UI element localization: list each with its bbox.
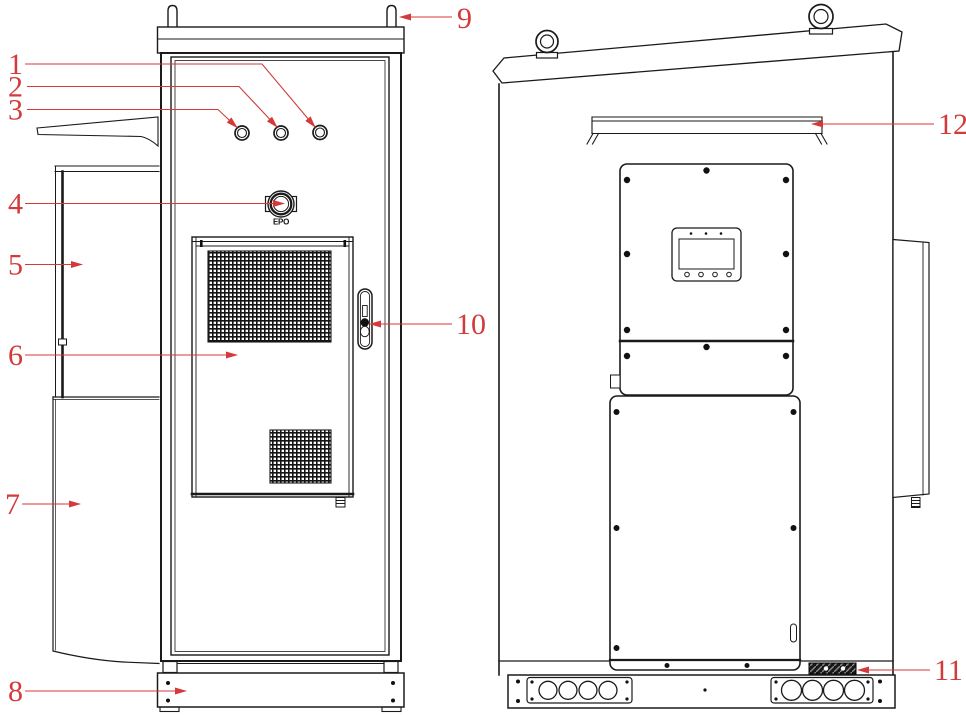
callout-2: 2: [8, 71, 278, 128]
ground-plate: [808, 662, 857, 675]
callout-12-label: 12: [938, 108, 966, 141]
cable-entry-plate-right: [770, 676, 874, 704]
lock-cylinder: [360, 318, 369, 327]
callout-11-label: 11: [934, 654, 963, 687]
side-door-edge: [892, 238, 930, 508]
callout-10: 10: [369, 308, 486, 341]
side-panel-lower: [52, 396, 160, 665]
display-window: [671, 227, 742, 282]
side-panel-upper: [54, 165, 160, 399]
sloped-roof: [492, 23, 903, 84]
right-cabinet-rear-view: [492, 3, 930, 709]
inverter-panel: [610, 163, 795, 396]
base-right: [507, 674, 896, 709]
anchor-bracket-right: [383, 660, 399, 674]
epo-label: EPO: [273, 218, 289, 227]
callout-8: 8: [8, 675, 187, 708]
battery-box: [608, 395, 802, 671]
callout-8-label: 8: [8, 675, 23, 708]
eye-bolt-right: [808, 3, 834, 35]
indicator-lights: [234, 124, 328, 141]
callout-4-label: 4: [8, 188, 23, 221]
door-drain-plug: [335, 497, 346, 508]
lifting-eye-left: [167, 4, 178, 28]
callout-5: 5: [8, 249, 83, 282]
callout-10-label: 10: [456, 308, 486, 341]
callout-9: 9: [399, 2, 472, 35]
top-cap: [156, 26, 405, 54]
base-left: [156, 660, 405, 713]
anchor-bracket-left: [162, 660, 178, 674]
vent-grille-small: [269, 429, 332, 484]
callout-7-label: 7: [5, 488, 20, 521]
vent-grille-large: [207, 250, 332, 343]
cable-entry-plate-left: [526, 676, 633, 704]
door-handle: [357, 288, 373, 350]
callout-6: 6: [8, 339, 238, 372]
callout-11: 11: [857, 654, 963, 687]
callout-7: 7: [5, 488, 81, 521]
callout-9-label: 9: [457, 2, 472, 35]
callout-3: 3: [8, 94, 238, 129]
callout-3-label: 3: [8, 94, 23, 127]
inner-vent-door: [190, 236, 355, 508]
rain-shield: [586, 116, 828, 145]
callout-5-label: 5: [8, 249, 23, 282]
callout-2-label: 2: [8, 71, 23, 104]
callout-6-label: 6: [8, 339, 23, 372]
callout-12: 12: [811, 108, 966, 141]
side-awning: [36, 116, 159, 148]
left-cabinet-front-view: EPO: [36, 4, 405, 713]
callout-1: 1: [8, 48, 316, 128]
front-door-inner-line: [174, 60, 386, 652]
callouts: 1 2 3 4 5 6 7 8: [5, 2, 966, 708]
side-drain-plug: [911, 497, 921, 508]
lifting-eye-right: [386, 4, 397, 28]
callout-4: 4: [8, 188, 285, 221]
eye-bolt-left: [535, 29, 559, 59]
callout-1-label: 1: [8, 48, 23, 81]
